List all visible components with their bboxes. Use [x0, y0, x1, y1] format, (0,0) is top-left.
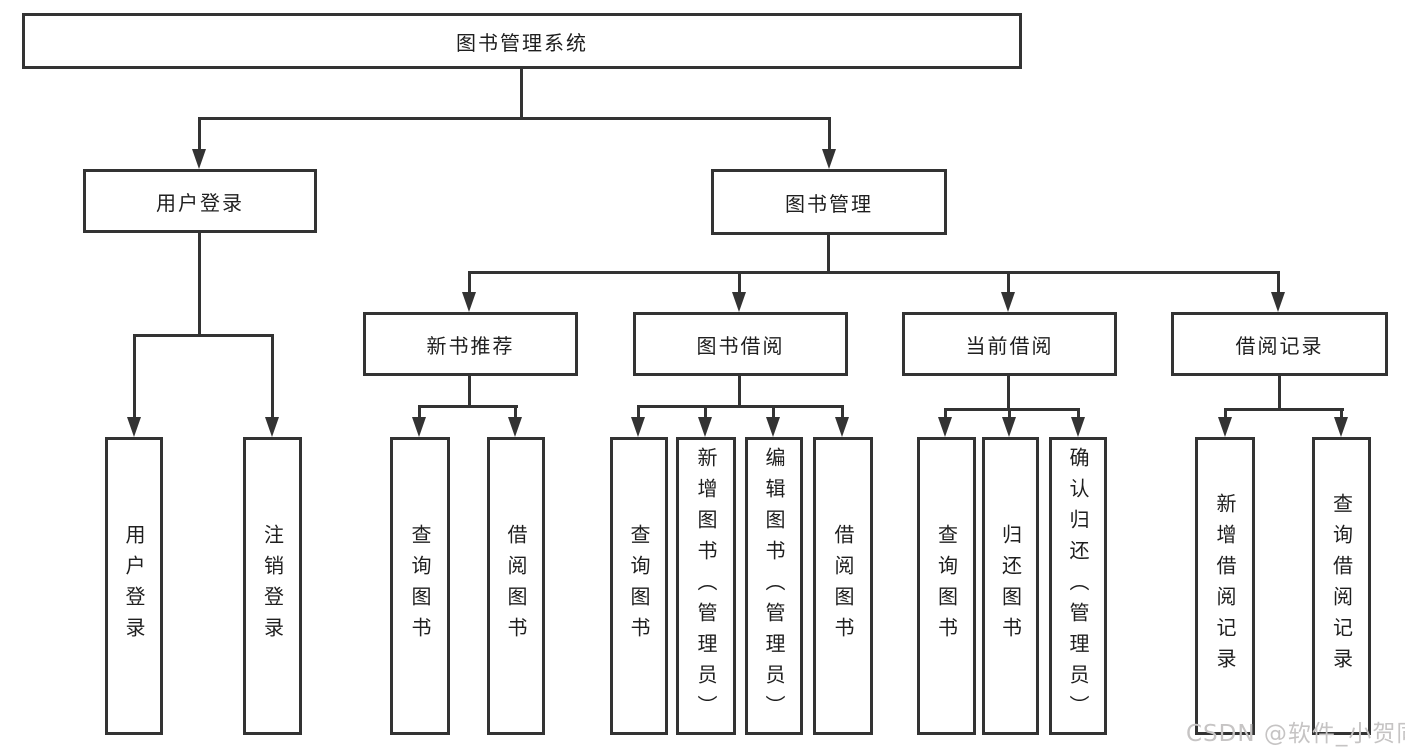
- connector-line: [704, 405, 707, 419]
- connector-line: [1224, 408, 1227, 419]
- arrow-down-icon: [698, 417, 712, 437]
- node-book-management-module: 图书管理: [711, 169, 947, 235]
- arrow-down-icon: [1218, 417, 1232, 437]
- node-borrowing-records: 借阅记录: [1171, 312, 1388, 376]
- node-label: 图书借阅: [696, 333, 785, 358]
- connector-line: [271, 334, 274, 419]
- leaf-add-books-admin: 新增图书（管理员）: [676, 437, 736, 735]
- connector-line: [944, 408, 947, 419]
- connector-line: [514, 405, 517, 419]
- connector-line: [1077, 408, 1080, 419]
- node-label: 注销登录: [260, 524, 285, 648]
- leaf-query-books-3: 查询图书: [917, 437, 976, 735]
- connector-line: [133, 334, 136, 419]
- connector-line: [520, 67, 523, 119]
- arrow-down-icon: [508, 417, 522, 437]
- node-label: 确认归还（管理员）: [1066, 446, 1090, 726]
- arrow-down-icon: [1334, 417, 1348, 437]
- node-label: 用户登录: [156, 190, 244, 215]
- node-new-book-recommend: 新书推荐: [363, 312, 578, 376]
- connector-line: [468, 271, 471, 296]
- connector-line: [944, 408, 1080, 411]
- node-root-system: 图书管理系统: [22, 13, 1022, 69]
- arrow-down-icon: [1001, 292, 1015, 312]
- arrow-down-icon: [1271, 292, 1285, 312]
- connector-line: [1278, 376, 1281, 411]
- leaf-confirm-return-admin: 确认归还（管理员）: [1049, 437, 1107, 735]
- connector-line: [1007, 376, 1010, 411]
- leaf-return-books: 归还图书: [982, 437, 1039, 735]
- connector-line: [841, 405, 844, 419]
- node-label: 新增图书（管理员）: [694, 446, 718, 726]
- connector-line: [198, 117, 201, 151]
- node-label: 借阅记录: [1235, 333, 1324, 358]
- connector-line: [1277, 271, 1280, 296]
- node-label: 编辑图书（管理员）: [762, 446, 786, 726]
- node-current-borrowing: 当前借阅: [902, 312, 1117, 376]
- connector-line: [418, 405, 518, 408]
- csdn-watermark: CSDN @软件_小贺同学: [1186, 721, 1405, 747]
- connector-line: [1224, 408, 1344, 411]
- connector-line: [637, 405, 640, 419]
- connector-line: [198, 117, 831, 120]
- node-label: 图书管理: [785, 191, 873, 216]
- connector-line: [1008, 408, 1011, 419]
- leaf-add-borrow-record: 新增借阅记录: [1195, 437, 1255, 735]
- node-label: 归还图书: [998, 524, 1023, 648]
- leaf-query-books-2: 查询图书: [610, 437, 668, 735]
- arrow-down-icon: [835, 417, 849, 437]
- node-user-login-module: 用户登录: [83, 169, 317, 233]
- connector-line: [418, 405, 421, 419]
- leaf-query-books-1: 查询图书: [390, 437, 450, 735]
- node-label: 图书管理系统: [456, 30, 588, 55]
- arrow-down-icon: [462, 292, 476, 312]
- connector-line: [738, 376, 741, 408]
- connector-line: [1007, 271, 1010, 296]
- connector-line: [827, 235, 830, 274]
- node-label: 新书推荐: [426, 333, 515, 358]
- arrow-down-icon: [766, 417, 780, 437]
- leaf-query-borrow-record: 查询借阅记录: [1312, 437, 1371, 735]
- node-label: 用户登录: [122, 524, 146, 648]
- arrow-down-icon: [1002, 417, 1016, 437]
- connector-line: [469, 271, 1280, 274]
- connector-line: [828, 117, 831, 151]
- node-label: 查询借阅记录: [1329, 493, 1354, 679]
- node-book-borrowing: 图书借阅: [633, 312, 848, 376]
- arrow-down-icon: [631, 417, 645, 437]
- connector-line: [133, 334, 274, 337]
- arrow-down-icon: [938, 417, 952, 437]
- arrow-down-icon: [732, 292, 746, 312]
- connector-line: [198, 232, 201, 337]
- arrow-down-icon: [192, 149, 206, 169]
- leaf-logout: 注销登录: [243, 437, 302, 735]
- node-label: 当前借阅: [965, 333, 1054, 358]
- leaf-borrow-books-2: 借阅图书: [813, 437, 873, 735]
- node-label: 借阅图书: [831, 524, 855, 648]
- node-label: 新增借阅记录: [1213, 493, 1237, 679]
- connector-line: [637, 405, 844, 408]
- leaf-borrow-books-1: 借阅图书: [487, 437, 545, 735]
- arrow-down-icon: [1071, 417, 1085, 437]
- node-label: 查询图书: [408, 524, 432, 648]
- node-label: 查询图书: [934, 524, 959, 648]
- arrow-down-icon: [265, 417, 279, 437]
- leaf-edit-books-admin: 编辑图书（管理员）: [745, 437, 803, 735]
- node-label: 查询图书: [627, 524, 651, 648]
- connector-line: [772, 405, 775, 419]
- arrow-down-icon: [127, 417, 141, 437]
- leaf-user-login: 用户登录: [105, 437, 163, 735]
- connector-line: [738, 271, 741, 296]
- arrow-down-icon: [822, 149, 836, 169]
- connector-line: [468, 376, 471, 408]
- node-label: 借阅图书: [504, 524, 528, 648]
- connector-line: [1340, 408, 1343, 419]
- arrow-down-icon: [412, 417, 426, 437]
